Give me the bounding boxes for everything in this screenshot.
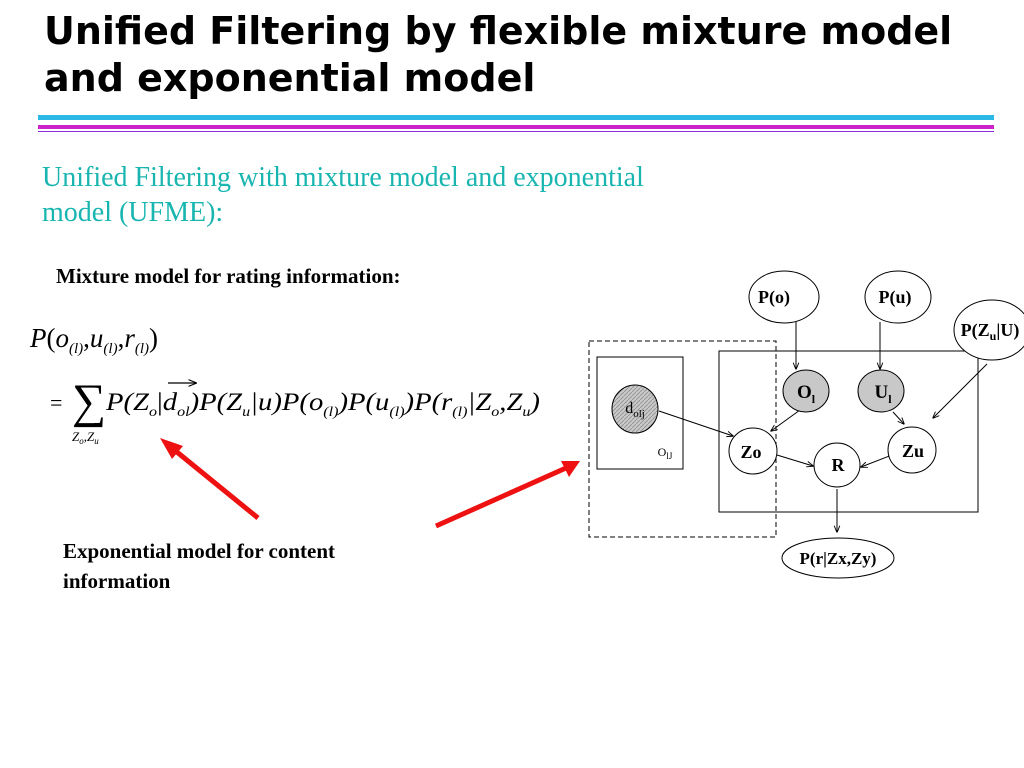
edge-d-zo [658,410,733,436]
svg-text:P(r|Zx,Zy): P(r|Zx,Zy) [800,549,877,568]
subtitle: Unified Filtering with mixture model and… [42,162,644,228]
red-arrowhead-diagram [561,461,580,477]
edge-ol-zo [771,409,801,431]
red-arrow-to-diagram [434,465,568,529]
node-zu: Zu [887,426,937,474]
edge-zo-r [776,454,813,466]
red-arrows [160,438,580,529]
svg-text:P(o): P(o) [758,287,790,308]
node-po: P(o) [748,270,820,324]
slide-title: Unified Filtering by flexible mixture mo… [44,9,953,100]
olj-plate-label: OlJ [658,445,673,461]
svg-text:Zo: Zo [740,442,761,462]
svg-text:Ol: Ol [797,382,816,406]
node-d: dolj [611,384,659,434]
red-arrowhead-formula [160,438,183,459]
olj-plate [596,356,684,470]
node-prz: P(r|Zx,Zy) [781,537,895,579]
edge-zu-r [861,454,893,467]
svg-text:R: R [832,455,846,475]
title-rule-magenta [38,125,994,129]
formula-lhs: P(o(l),u(l),r(l)) [29,323,158,357]
summation-sign: ∑ [72,375,106,428]
node-pu: P(u) [864,270,932,324]
dashed-plate [588,340,777,538]
svg-text:Zu: Zu [902,441,924,461]
node-zo: Zo [728,427,778,475]
title-rule-thin [38,131,994,132]
edge-pzu-zu [933,363,988,418]
sum-subscript: Zo,Zu [72,429,99,446]
red-arrow-to-formula [170,446,260,520]
svg-text:P(u): P(u) [879,287,912,308]
node-ol: Ol [782,369,830,413]
svg-text:Ul: Ul [874,382,892,406]
node-ul: Ul [857,369,905,413]
mixture-heading: Mixture model for rating information: [56,264,401,288]
node-pzu: P(Zu|U) [953,299,1024,361]
edge-ul-zu [892,411,904,424]
formula-equals: = [50,390,62,415]
exponential-note: Exponential model for content informatio… [63,539,336,593]
svg-text:P(Zu|U): P(Zu|U) [961,320,1020,343]
svg-text:dolj: dolj [625,400,645,420]
node-r: R [813,442,861,488]
title-rule-cyan [38,115,994,120]
graphical-model: OlJ P(o) P(u) P(Zu|U) Ol Ul [588,270,1024,579]
